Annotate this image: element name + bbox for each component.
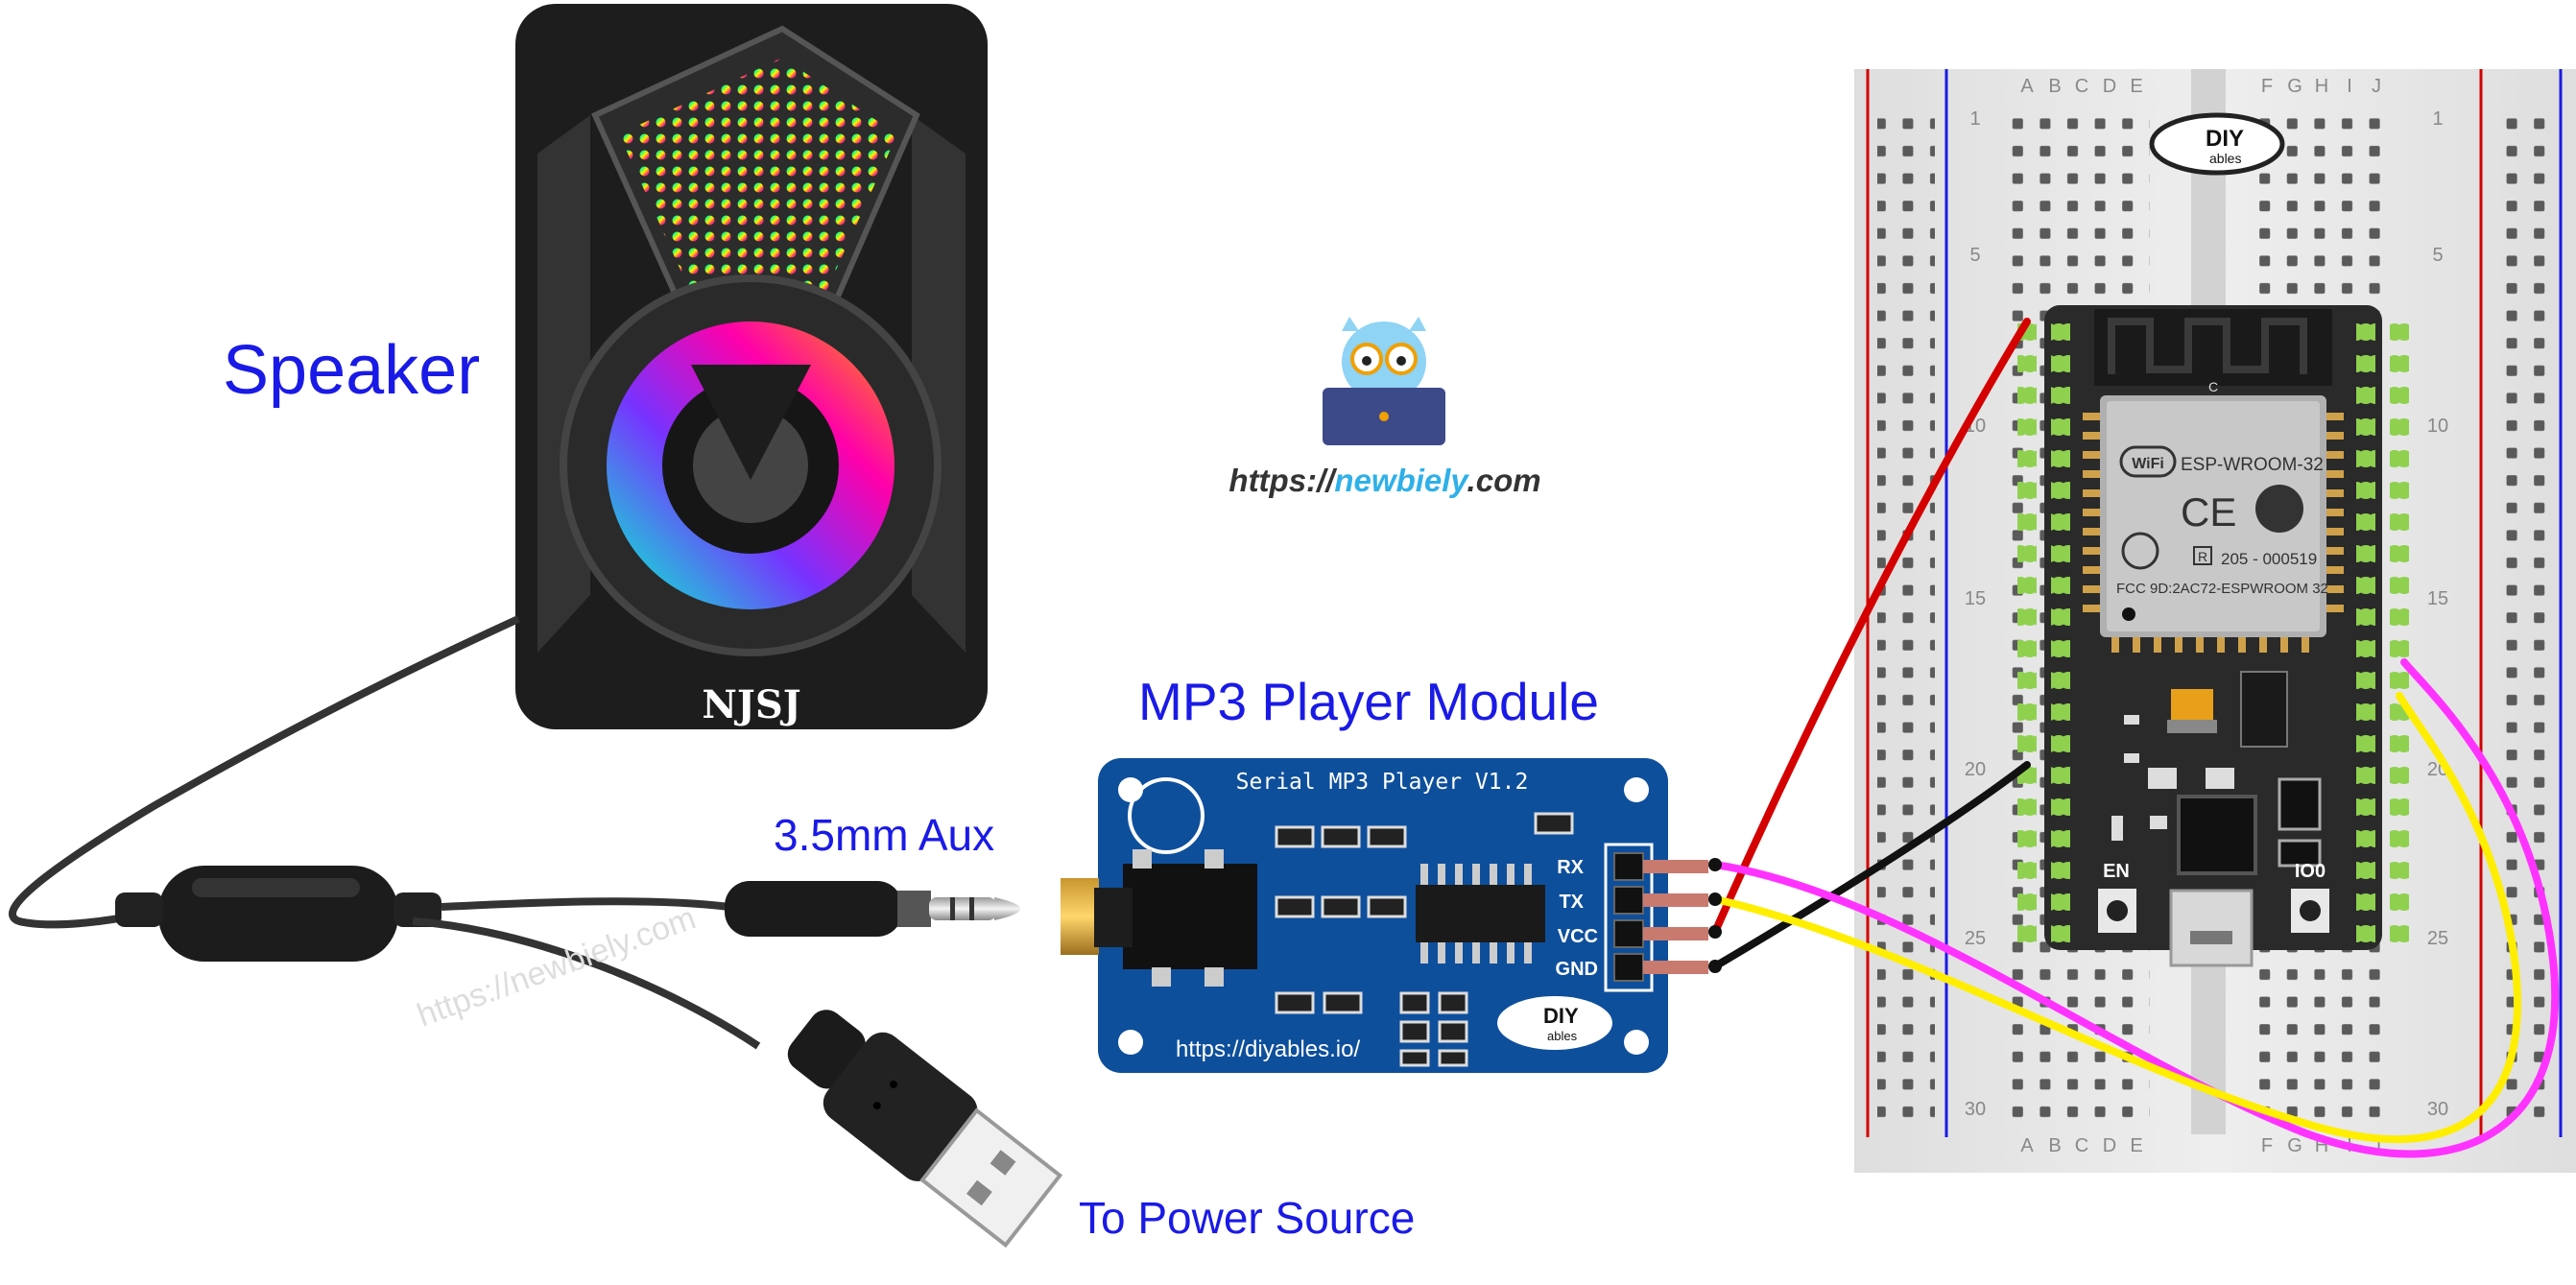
esp32-pins-right: [2356, 309, 2375, 946]
volume-controller: [115, 866, 441, 962]
svg-text:25: 25: [2427, 928, 2448, 949]
module-label: MP3 Player Module: [1138, 672, 1599, 731]
pin-label-tx: TX: [1559, 892, 1584, 913]
svg-text:DIY: DIY: [1543, 1004, 1579, 1028]
breadboard-row-labels-right: 1 5 10 15 20 25 30: [2427, 108, 2448, 1120]
svg-text:A: A: [2020, 76, 2034, 97]
esp32-usb-chip: [2177, 795, 2257, 875]
svg-text:E: E: [2130, 1135, 2142, 1156]
svg-text:C: C: [2075, 76, 2088, 97]
speaker-cone-tip: [691, 365, 811, 480]
speaker-label: Speaker: [223, 332, 480, 409]
mp3-module: Serial MP3 Player V1.2 RX TX VCC: [1061, 758, 1708, 1073]
svg-text:F: F: [2261, 76, 2273, 97]
esp32-module-name: ESP-WROOM-32: [2181, 455, 2324, 475]
svg-text:30: 30: [1965, 1099, 1986, 1120]
usb-cable: [412, 917, 761, 1050]
svg-text:E: E: [2130, 76, 2142, 97]
breadboard-diyables-logo: [2149, 112, 2285, 176]
svg-text:5: 5: [2432, 245, 2443, 266]
svg-text:B: B: [2048, 76, 2061, 97]
svg-text:1: 1: [2432, 108, 2443, 130]
mp3-smd-parts: [1275, 812, 1574, 1067]
breadboard-row-labels-left: 1 5 10 15 20 25 30: [1965, 108, 1986, 1120]
pin-label-rx: RX: [1557, 857, 1584, 878]
svg-text:10: 10: [2427, 416, 2448, 437]
aux-label: 3.5mm Aux: [774, 810, 994, 860]
esp32-board: C WiFi ESP-WROOM-32 CE R 205 - 000519 FC…: [2017, 305, 2409, 967]
svg-text:1: 1: [1969, 108, 1980, 130]
svg-text:A: A: [2020, 1135, 2034, 1156]
usb-plug: [787, 1010, 1063, 1249]
breadboard-rail-holes-right: [2493, 106, 2551, 1123]
svg-text:H: H: [2315, 76, 2328, 97]
power-label: To Power Source: [1079, 1193, 1415, 1243]
svg-text:J: J: [2372, 76, 2381, 97]
svg-text:I: I: [2347, 76, 2352, 97]
svg-text:J: J: [2372, 1135, 2381, 1156]
svg-text:G: G: [2287, 76, 2302, 97]
aux-plug: [725, 881, 1020, 937]
svg-text:30: 30: [2427, 1099, 2448, 1120]
esp32-io0-label: IO0: [2295, 861, 2326, 882]
svg-text:B: B: [2048, 1135, 2061, 1156]
wires: [1708, 318, 2560, 1158]
svg-text:C: C: [2075, 1135, 2088, 1156]
watermark: https://newbiely.com: [413, 899, 701, 1034]
wire-rx-magenta: [1711, 658, 2560, 1158]
esp32-fcc: FCC 9D:2AC72-ESPWROOM 32: [2116, 581, 2328, 597]
ce-mark: CE: [2181, 489, 2236, 535]
pin-label-vcc: VCC: [1558, 926, 1598, 947]
esp32-cert: 205 - 000519: [2221, 550, 2317, 568]
svg-text:F: F: [2261, 1135, 2273, 1156]
wire-vcc-red: [1711, 318, 2031, 936]
wifi-logo: [2119, 445, 2177, 478]
speaker-cable: [9, 615, 520, 929]
svg-text:5: 5: [1969, 245, 1980, 266]
mp3-diyables-logo: [1497, 996, 1612, 1050]
svg-text:DIY: DIY: [2206, 126, 2244, 152]
wire-tx-yellow: [1711, 692, 2522, 1144]
mp3-ic-chip: [1416, 885, 1545, 942]
mp3-title: Serial MP3 Player V1.2: [1236, 770, 1529, 795]
esp32-pins-left: [2051, 309, 2070, 946]
svg-text:20: 20: [1965, 759, 1986, 780]
breadboard-column-labels-top: A B C D E F G H I J: [2020, 76, 2381, 97]
breadboard-green-left: [2017, 309, 2037, 946]
svg-text:D: D: [2103, 76, 2116, 97]
svg-text:WiFi: WiFi: [2132, 456, 2164, 472]
aux-cable: [441, 897, 730, 911]
svg-text:15: 15: [2427, 588, 2448, 609]
esp32-micro-usb: [2169, 889, 2254, 967]
speaker-rgb-grill: [619, 58, 897, 441]
svg-text:15: 15: [1965, 588, 1986, 609]
wire-gnd-black: [1711, 761, 2031, 970]
mp3-header-pins: [1643, 860, 1708, 974]
pin-label-gnd: GND: [1556, 959, 1598, 980]
svg-text:ables: ables: [2209, 151, 2241, 166]
svg-text:ables: ables: [1547, 1029, 1578, 1043]
esp32-en-label: EN: [2103, 861, 2130, 882]
svg-text:G: G: [2287, 1135, 2302, 1156]
speaker-brand: NJSJ: [702, 682, 800, 727]
speaker-device: NJSJ: [515, 4, 988, 729]
svg-text:C: C: [2208, 379, 2218, 394]
mp3-audio-jack: [1061, 878, 1099, 955]
svg-text:D: D: [2103, 1135, 2116, 1156]
svg-text:25: 25: [1965, 928, 1986, 949]
breadboard-green-right: [2390, 309, 2409, 946]
site-url: https://newbiely.com: [1228, 463, 1540, 498]
newbiely-logo: [1323, 317, 1445, 445]
mp3-pin-header: [1604, 843, 1654, 992]
mp3-url: https://diyables.io/: [1176, 1036, 1360, 1062]
svg-text:R: R: [2198, 549, 2207, 564]
